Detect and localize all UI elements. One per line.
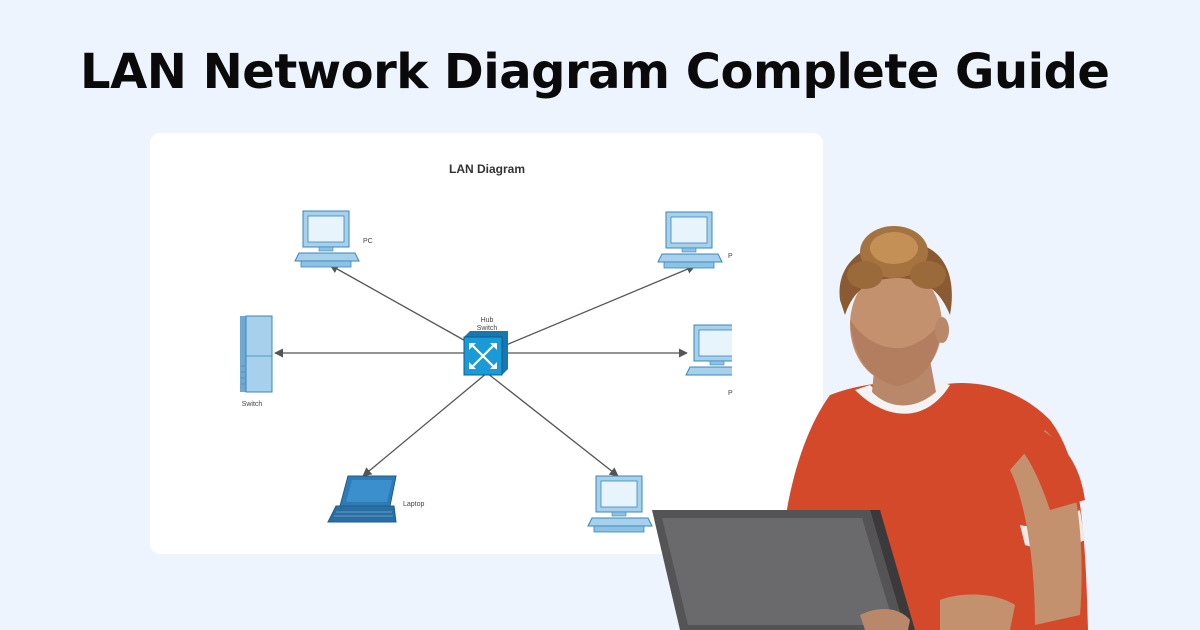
pc-top-left-label: PC	[363, 238, 373, 245]
person-with-laptop-image	[640, 220, 1200, 630]
pc-right-label: P	[728, 390, 733, 397]
pc-top-right-icon	[657, 211, 723, 269]
pc-top-left-icon	[294, 210, 360, 268]
hub-sublabel: Switch	[477, 325, 498, 332]
link-laptop	[362, 372, 488, 477]
pc-top-right-label: P	[728, 253, 733, 260]
link-pc-top-left	[329, 264, 488, 354]
server-label: Switch	[242, 401, 263, 408]
laptop-label: Laptop	[403, 501, 425, 508]
connectors	[274, 264, 696, 477]
link-pc-top-right	[486, 264, 696, 354]
pc-bottom-icon	[587, 475, 653, 533]
server-tower-icon	[240, 315, 273, 393]
laptop-icon	[327, 475, 397, 523]
hub-label: Hub	[481, 317, 494, 324]
diagram-title: LAN Diagram	[449, 162, 525, 176]
lan-diagram: LAN Diagram PC P Hub	[240, 162, 823, 533]
hub-switch-icon	[463, 331, 508, 376]
page-title: LAN Network Diagram Complete Guide	[80, 44, 1110, 100]
lan-diagram-card: LAN Diagram PC P Hub	[150, 133, 823, 554]
link-pc-bottom	[486, 372, 619, 477]
